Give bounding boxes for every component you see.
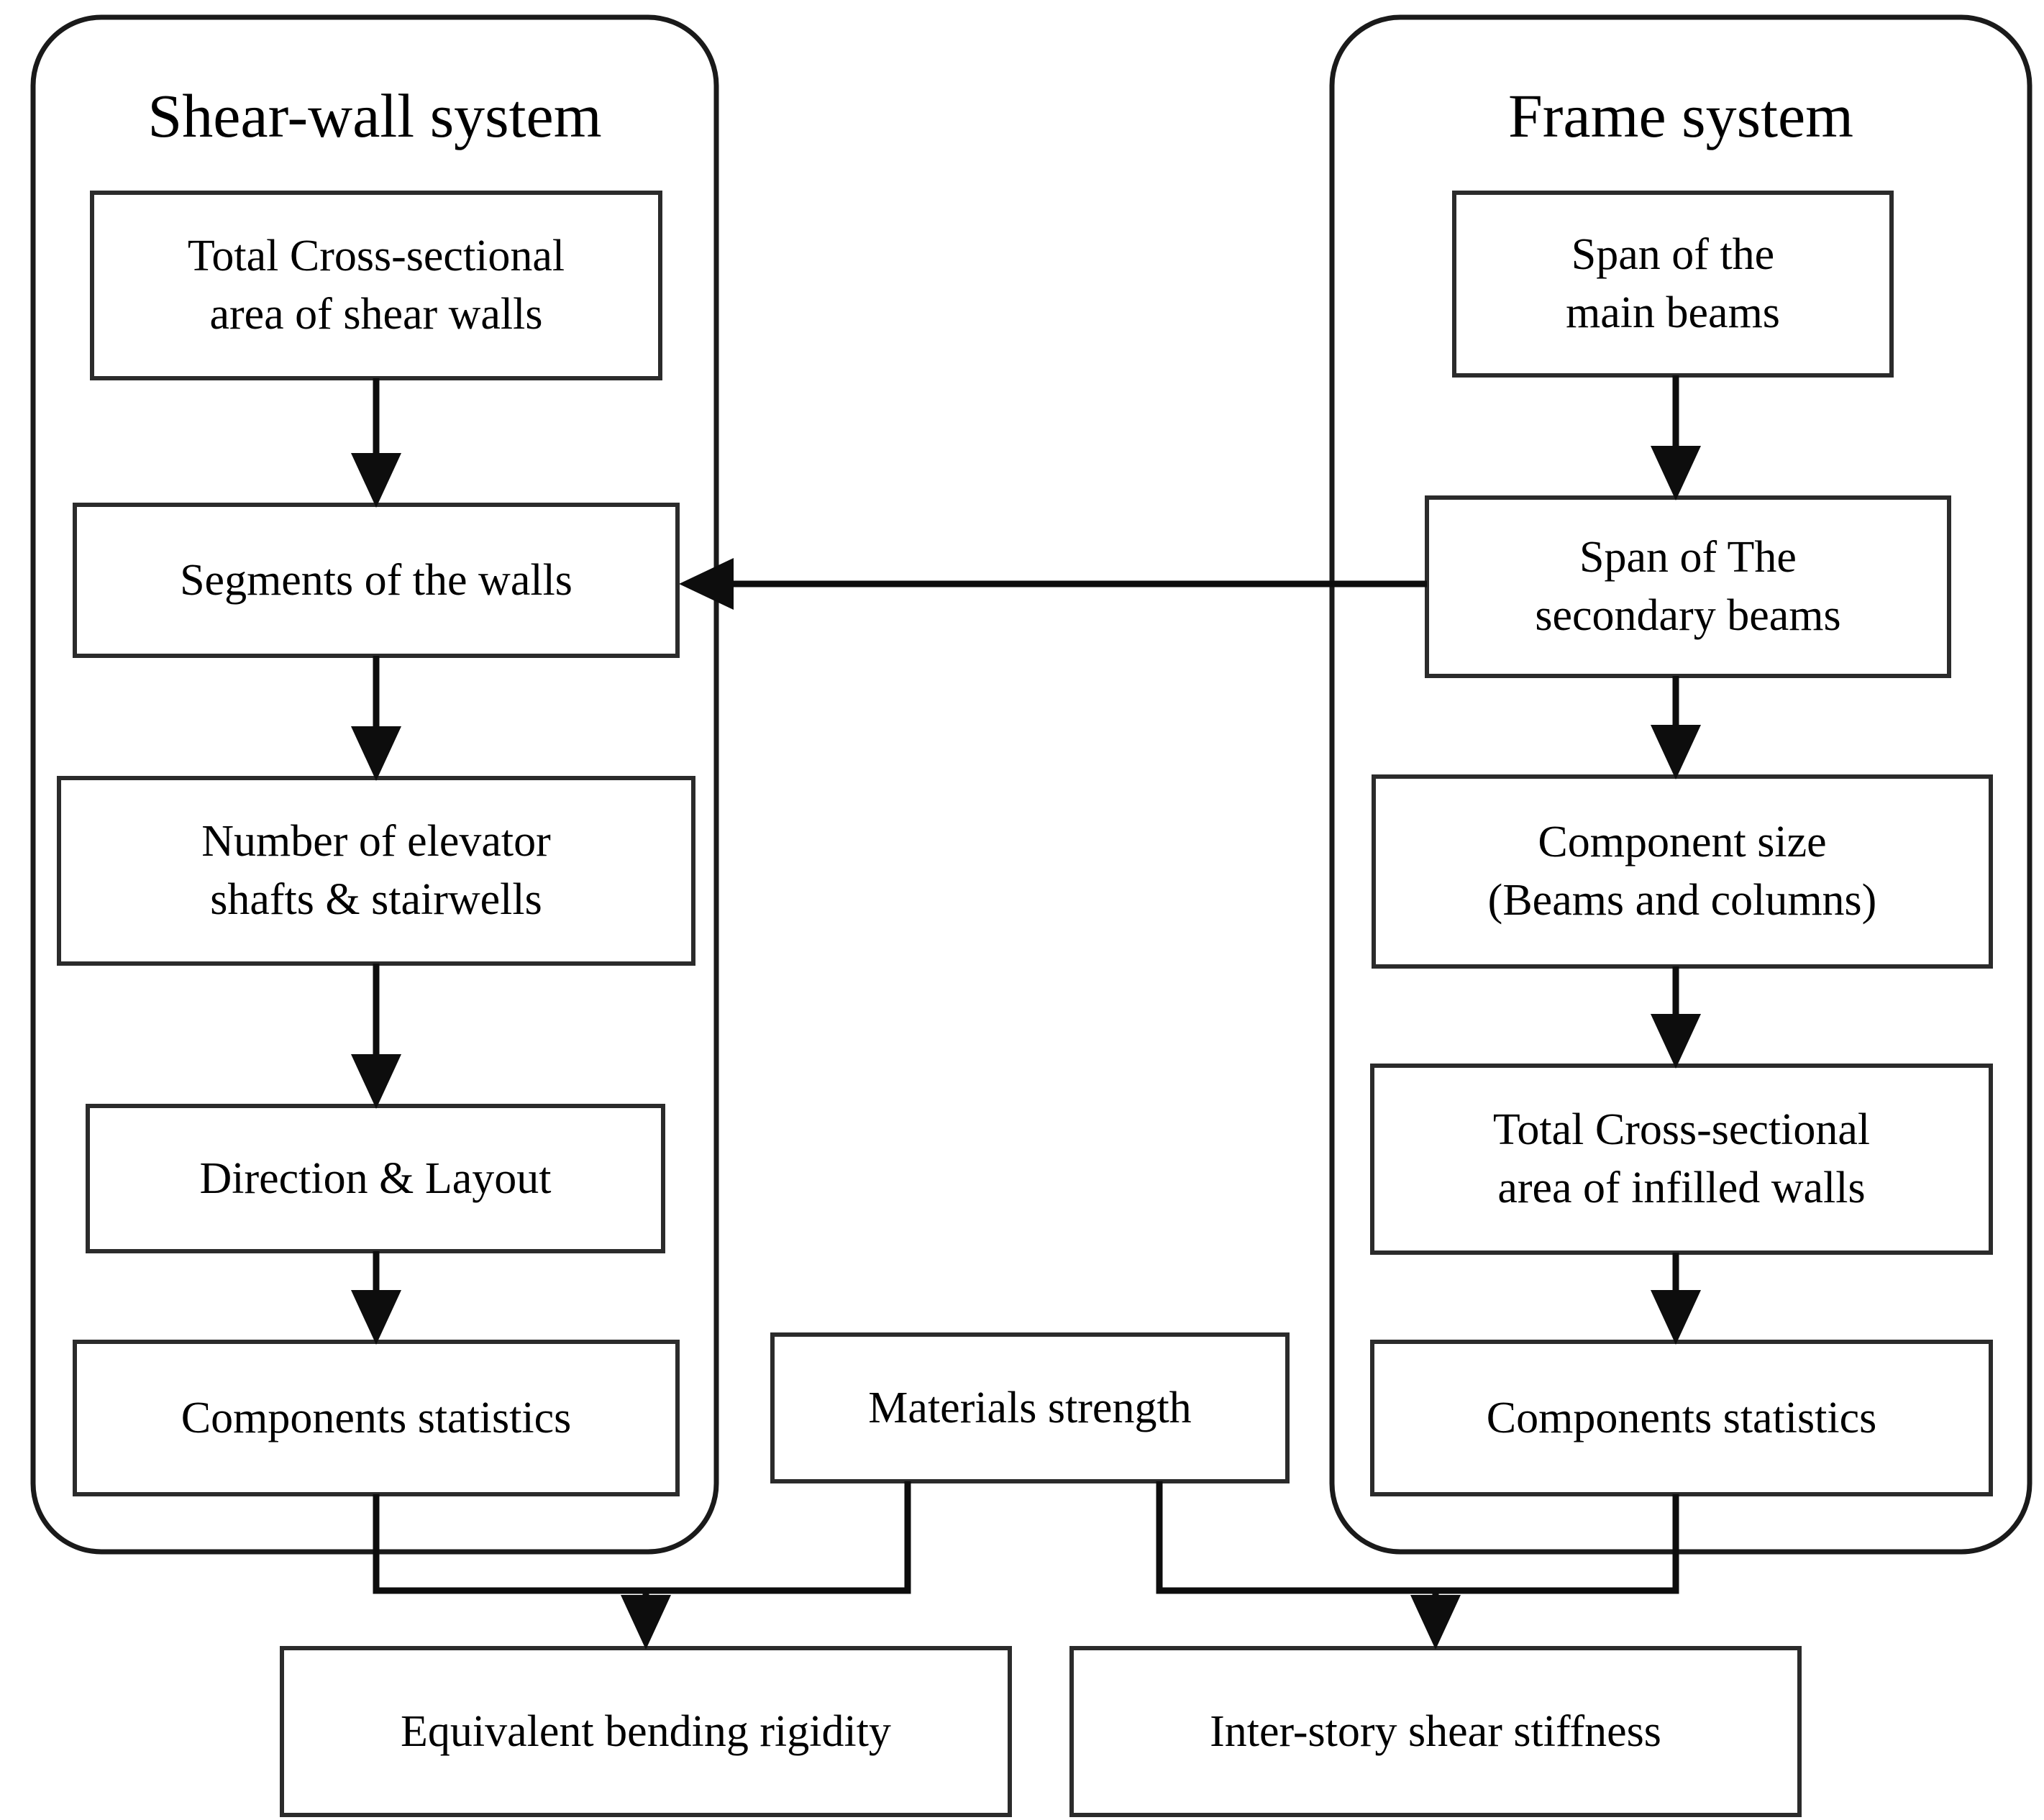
arrowhead-sw1-sw2 [351,453,401,508]
edge-materials-out1 [646,1481,911,1594]
arrowhead-out2 [1410,1595,1461,1650]
edge-materials-out2 [1156,1481,1436,1594]
arrowhead-out1 [621,1595,671,1650]
node-box-sw1 [90,191,662,380]
node-box-fr2 [1425,495,1951,678]
node-box-materials-strength [770,1332,1290,1483]
node-box-sw4 [86,1104,665,1253]
node-box-out1 [280,1646,1012,1817]
group-title-shear-wall: Shear-wall system [147,81,602,150]
arrowhead-sw3-sw4 [351,1054,401,1109]
node-box-sw5 [73,1340,680,1496]
edge-sw5-out1 [373,1494,646,1594]
node-box-out2 [1069,1646,1802,1817]
node-box-fr1 [1452,191,1894,378]
node-box-fr3 [1372,774,1993,969]
node-box-fr5 [1370,1340,1993,1496]
edge-fr5-out2 [1436,1494,1679,1594]
group-outline-frame [1329,14,2032,1555]
arrowhead-fr2-sw2 [679,558,734,610]
arrowhead-fr3-fr4 [1651,1014,1701,1069]
group-title-frame: Frame system [1507,81,1854,150]
arrowhead-sw4-sw5 [351,1290,401,1345]
arrowhead-sw2-sw3 [351,726,401,781]
arrowhead-fr2-fr3 [1651,725,1701,779]
arrowhead-fr4-fr5 [1651,1290,1701,1345]
arrowhead-fr1-fr2 [1651,446,1701,500]
node-box-sw2 [73,503,680,658]
node-box-sw3 [57,776,695,966]
node-box-fr4 [1370,1064,1993,1255]
